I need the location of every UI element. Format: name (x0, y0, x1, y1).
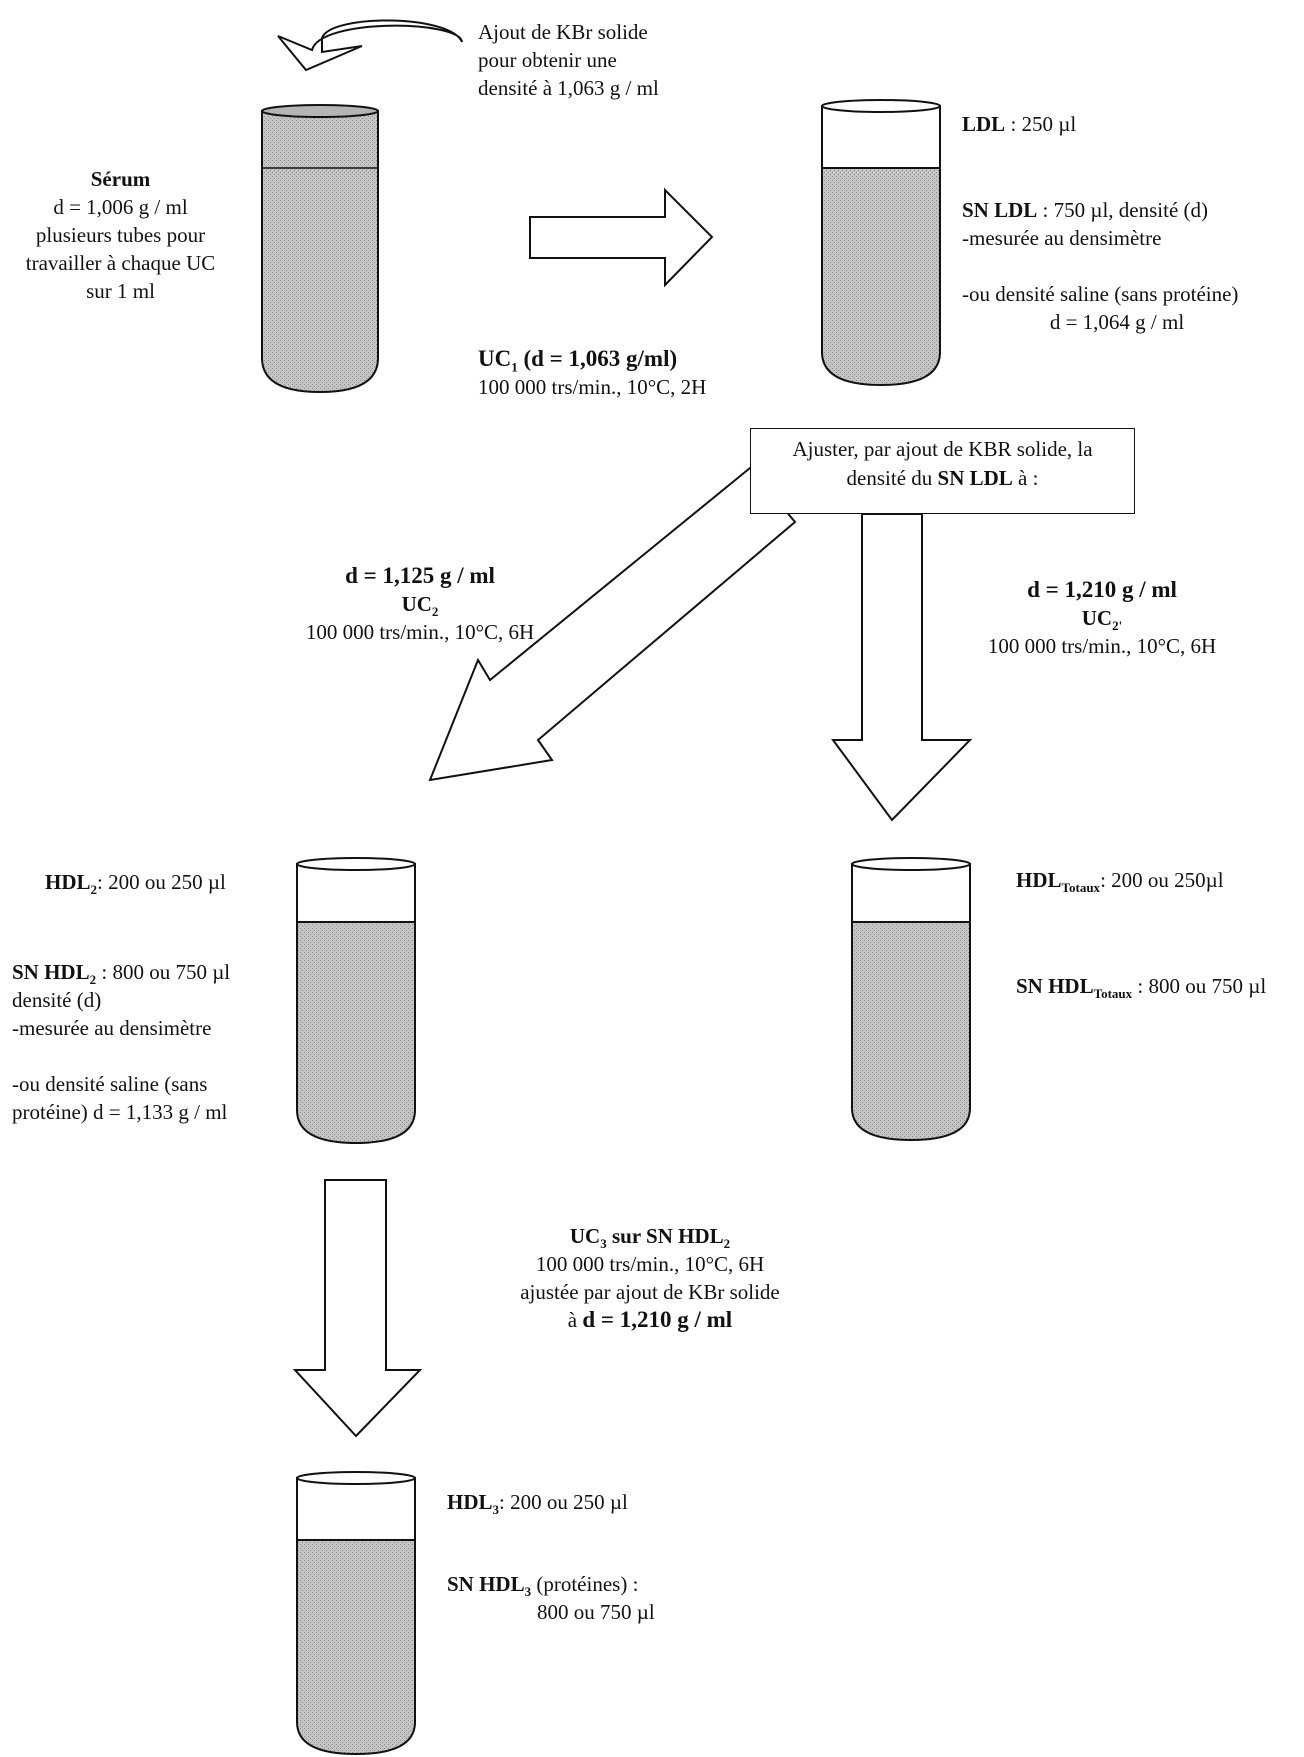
serum-line2: plusieurs tubes pour (35, 223, 206, 247)
hdl2-tube-hdl-value: : 200 ou 250 µl (97, 870, 226, 894)
uc1-sub: 1 (511, 359, 518, 375)
hdl3-tube-sn-name: SN HDL (447, 1572, 525, 1596)
uc1-label: UC1 (d = 1,063 g/ml) 100 000 trs/min., 1… (478, 345, 808, 401)
hdl2-tube-hdl-sub: 2 (90, 882, 98, 898)
ldl-tube-ldl-value: : 250 µl (1005, 112, 1077, 136)
uc2prime-label: d = 1,210 g / ml UC2' 100 000 trs/min., … (952, 576, 1252, 660)
ldl-tube (821, 99, 941, 387)
uc3-conditions: 100 000 trs/min., 10°C, 6H (535, 1252, 765, 1276)
hdl-total-tube (851, 857, 971, 1142)
uc2prime-name: UC (1081, 606, 1113, 630)
adjust-box-line2-pre: densité du (846, 466, 938, 490)
ldl-tube-sn-name: SN LDL (962, 198, 1038, 222)
uc2prime-conditions: 100 000 trs/min., 10°C, 6H (987, 634, 1217, 658)
hdl2-tube-hdl-name: HDL (45, 870, 91, 894)
hdl-total-tube-sn-name: SN HDL (1016, 974, 1094, 998)
serum-tube (261, 104, 379, 394)
uc2-name: UC (401, 592, 432, 616)
kbr-note-line3: densité à 1,063 g / ml (478, 76, 659, 100)
down-arrow-uc2prime (831, 513, 973, 822)
hdl3-tube (296, 1471, 416, 1756)
uc3-final-pre: à (567, 1308, 583, 1332)
sn-ldl-label: SN LDL : 750 µl, densité (d) -mesurée au… (962, 196, 1302, 336)
uc1-title-rest: (d = 1,063 g/ml) (517, 346, 678, 371)
uc3-label: UC3 sur SN HDL2 100 000 trs/min., 10°C, … (495, 1222, 805, 1334)
uc3-final-bold: d = 1,210 g / ml (582, 1307, 733, 1332)
uc2-label: d = 1,125 g / ml UC2 100 000 trs/min., 1… (275, 562, 565, 646)
kbr-note-line2: pour obtenir une (478, 48, 617, 72)
hdl2-tube-sn-saline1: -ou densité saline (sans (12, 1072, 208, 1096)
uc2-sub: 2 (431, 604, 439, 620)
uc2prime-density: d = 1,210 g / ml (1027, 577, 1177, 602)
hdl-total-tube-hdl-sub: Totaux (1061, 880, 1101, 896)
hdl-total-tube-hdl-name: HDL (1016, 868, 1062, 892)
right-arrow (529, 187, 714, 288)
sn-hdl3-label: SN HDL3 (protéines) : 800 ou 750 µl (447, 1570, 747, 1626)
adjust-density-box: Ajuster, par ajout de KBR solide, la den… (750, 428, 1135, 514)
uc3-sub: 3 (600, 1236, 607, 1252)
hdl3-tube-hdl-value: : 200 ou 250 µl (499, 1490, 628, 1514)
serum-label: Sérum d = 1,006 g / ml plusieurs tubes p… (8, 165, 233, 305)
ldl-label: LDL : 250 µl (962, 110, 1292, 138)
hdl3-label: HDL3: 200 ou 250 µl (447, 1488, 747, 1516)
hdl-total-tube-sn-value: : 800 ou 750 µl (1132, 974, 1267, 998)
diagonal-arrow-uc2 (428, 466, 797, 782)
adjust-box-line2-post: à : (1012, 466, 1039, 490)
adjust-box-line1: Ajuster, par ajout de KBR solide, la (792, 437, 1093, 461)
uc1-conditions: 100 000 trs/min., 10°C, 2H (478, 375, 707, 399)
ldl-tube-sn-saline: -ou densité saline (sans protéine) (962, 282, 1239, 306)
ldl-tube-ldl-name: LDL (962, 112, 1006, 136)
serum-line4: sur 1 ml (86, 279, 155, 303)
hdl2-tube-sn-value: : 800 ou 750 µl (96, 960, 231, 984)
kbr-note: Ajout de KBr solide pour obtenir une den… (478, 18, 778, 102)
hdl2-tube-sn-saline2: protéine) d = 1,133 g / ml (12, 1100, 228, 1124)
sn-hdl2-label: SN HDL2 : 800 ou 750 µl densité (d) -mes… (12, 958, 292, 1126)
ldl-tube-sn-measured: -mesurée au densimètre (962, 226, 1162, 250)
hdl2-tube-sn-measured: -mesurée au densimètre (12, 1016, 212, 1040)
uc3-adjusted: ajustée par ajout de KBr solide (520, 1280, 780, 1304)
kbr-addition-arrow (277, 19, 463, 72)
hdl3-tube-hdl-name: HDL (447, 1490, 493, 1514)
serum-line1: d = 1,006 g / ml (53, 195, 188, 219)
hdl-total-tube-hdl-value: : 200 ou 250µl (1100, 868, 1224, 892)
hdl-total-label: HDLTotaux: 200 ou 250µl (1016, 866, 1296, 894)
hdl3-tube-hdl-sub: 3 (492, 1502, 500, 1518)
hdl3-tube-sn-value: (protéines) : (531, 1572, 639, 1596)
sn-hdl-total-label: SN HDLTotaux : 800 ou 750 µl (1016, 972, 1304, 1000)
hdl2-label: HDL2: 200 ou 250 µl (45, 868, 285, 896)
hdl3-tube-sn-sub: 3 (524, 1584, 532, 1600)
hdl-total-tube-sn-sub: Totaux (1093, 986, 1133, 1002)
hdl2-tube-sn-density: densité (d) (12, 988, 102, 1012)
hdl2-tube (296, 857, 416, 1145)
uc2-conditions: 100 000 trs/min., 10°C, 6H (305, 620, 535, 644)
uc2-density: d = 1,125 g / ml (345, 563, 495, 588)
serum-line3: travailler à chaque UC (25, 251, 216, 275)
kbr-note-line1: Ajout de KBr solide (478, 20, 648, 44)
serum-title: Sérum (90, 167, 151, 191)
hdl2-tube-sn-name: SN HDL (12, 960, 90, 984)
adjust-box-line2-bold: SN LDL (937, 466, 1013, 490)
uc2prime-sub: 2' (1112, 618, 1123, 634)
uc3-name: UC (569, 1224, 601, 1248)
hdl2-tube-sn-sub: 2 (89, 972, 97, 988)
hdl3-tube-sn-volume: 800 ou 750 µl (537, 1600, 655, 1624)
uc3-rest-sub: 2 (723, 1236, 731, 1252)
ldl-tube-sn-saline-value: d = 1,064 g / ml (1049, 310, 1185, 334)
uc3-name-rest: sur SN HDL (606, 1224, 724, 1248)
down-arrow-uc3 (292, 1179, 423, 1438)
ldl-tube-sn-value: : 750 µl, densité (d) (1037, 198, 1209, 222)
uc1-title: UC (478, 346, 512, 371)
